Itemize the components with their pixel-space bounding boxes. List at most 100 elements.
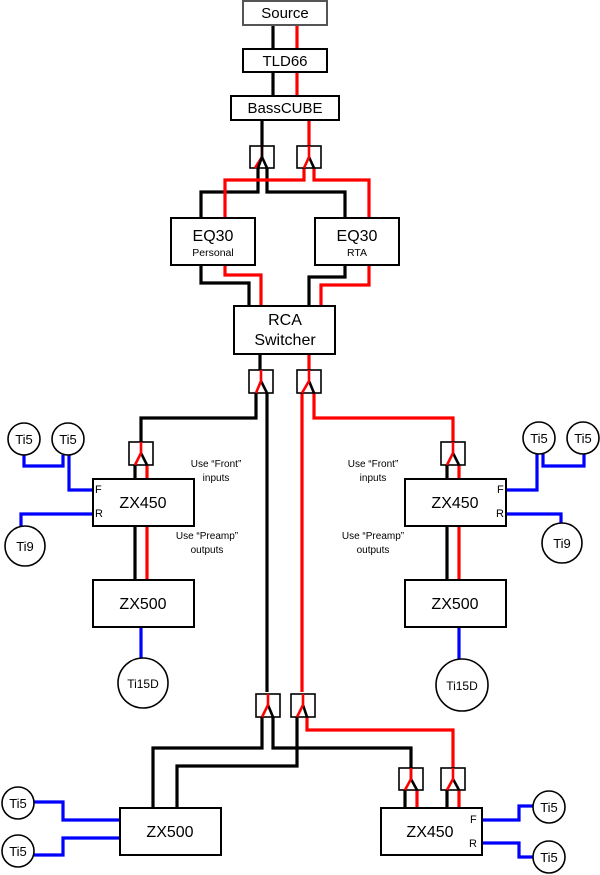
source-label: Source bbox=[261, 5, 309, 22]
splitter-zx450-left bbox=[128, 441, 154, 466]
speaker-label: Ti5 bbox=[9, 844, 27, 859]
speaker-label: Ti5 bbox=[530, 431, 548, 446]
zx450-bottom-port-front: F bbox=[470, 814, 477, 826]
zx500-right-label: ZX500 bbox=[431, 596, 478, 613]
component-tld66[interactable]: TLD66 bbox=[242, 48, 328, 73]
zx450-right-label: ZX450 bbox=[431, 495, 478, 512]
zx500-bottom-label: ZX500 bbox=[146, 824, 193, 841]
wire-left-to-zx450-left bbox=[139, 393, 258, 442]
note-right-front-2: inputs bbox=[360, 473, 387, 484]
wire-left-bottom-split-a bbox=[151, 717, 264, 808]
wires-bottom bbox=[151, 717, 461, 808]
component-zx450-bottom[interactable]: ZX450 F R bbox=[380, 807, 483, 856]
speaker-wire-bottom-left-a bbox=[33, 800, 120, 822]
note-right-front-1: Use “Front” bbox=[348, 459, 399, 470]
speaker-wire-bottom-right-a bbox=[482, 804, 534, 822]
wire-right-bottom-split-a bbox=[175, 717, 299, 808]
speaker-wire-bottom-left-b bbox=[34, 836, 120, 857]
wire-right-to-zx450-right bbox=[312, 393, 455, 442]
splitter-switcher-left bbox=[248, 369, 274, 394]
eq30-rta-label: EQ30 bbox=[337, 228, 378, 245]
speaker-bottom-right-ti5-b[interactable]: Ti5 bbox=[532, 840, 566, 874]
speakers: Ti5 Ti5 Ti9 Ti15D Ti5 Ti5 Ti9 Ti15D bbox=[1, 421, 600, 874]
eq30-personal-sublabel: Personal bbox=[192, 247, 233, 259]
speaker-wire-bottom-right-b bbox=[482, 841, 534, 859]
speaker-label: Ti5 bbox=[59, 432, 77, 447]
speaker-wire-right-front bbox=[506, 454, 539, 492]
speaker-label: Ti15D bbox=[446, 679, 478, 693]
splitter-zx450-bottom-2 bbox=[440, 767, 466, 791]
speaker-label: Ti5 bbox=[9, 796, 27, 811]
splitter-zx450-bottom-1 bbox=[398, 767, 424, 791]
component-zx500-right[interactable]: ZX500 bbox=[404, 579, 507, 628]
speaker-bottom-left-ti5-b[interactable]: Ti5 bbox=[1, 834, 35, 868]
wire-right-eq-rta-switcher bbox=[319, 265, 371, 306]
tld66-label: TLD66 bbox=[262, 53, 307, 70]
wire-right-to-eq-rta bbox=[312, 168, 371, 218]
speaker-label: Ti5 bbox=[574, 431, 592, 446]
wire-left-eq-personal-switcher bbox=[199, 265, 251, 306]
zx450-left-port-front: F bbox=[95, 484, 102, 496]
splitter-bottom-left bbox=[255, 693, 281, 718]
speaker-wire-left-rear bbox=[19, 512, 93, 528]
speaker-wires bbox=[19, 454, 586, 859]
speaker-label: Ti5 bbox=[15, 432, 33, 447]
eq30-rta-sublabel: RTA bbox=[347, 247, 367, 259]
speaker-left-ti5-b[interactable]: Ti5 bbox=[51, 422, 85, 456]
zx450-right-port-rear: R bbox=[496, 508, 504, 520]
note-right-preamp-2: outputs bbox=[357, 545, 390, 556]
eq30-personal-label: EQ30 bbox=[193, 228, 234, 245]
wire-right-bottom-split-b bbox=[305, 717, 455, 768]
wire-left-eq-rta-switcher bbox=[307, 265, 347, 306]
rca-switcher-label-2: Switcher bbox=[254, 332, 316, 349]
speaker-left-ti9[interactable]: Ti9 bbox=[4, 525, 46, 567]
speaker-bottom-left-ti5-a[interactable]: Ti5 bbox=[1, 786, 35, 820]
component-source[interactable]: Source bbox=[242, 0, 328, 26]
zx500-left-label: ZX500 bbox=[119, 596, 166, 613]
component-rca-switcher[interactable]: RCA Switcher bbox=[233, 305, 336, 355]
speaker-wire-left-front bbox=[67, 455, 93, 492]
zx450-bottom-port-rear: R bbox=[469, 838, 477, 850]
speaker-label: Ti5 bbox=[540, 850, 558, 865]
speaker-wire-left-ti5-pair bbox=[22, 455, 65, 468]
zx450-left-label: ZX450 bbox=[119, 495, 166, 512]
speaker-left-ti15d[interactable]: Ti15D bbox=[117, 657, 169, 709]
rca-switcher-label-1: RCA bbox=[268, 312, 302, 329]
wire-left-to-eq-rta bbox=[265, 168, 347, 218]
zx450-left-port-rear: R bbox=[95, 508, 103, 520]
speaker-wire-right-ti5-pair bbox=[541, 454, 586, 468]
component-eq30-personal[interactable]: EQ30 Personal bbox=[170, 217, 256, 266]
component-zx500-bottom[interactable]: ZX500 bbox=[119, 807, 222, 856]
component-zx500-left[interactable]: ZX500 bbox=[92, 579, 195, 628]
component-zx450-left[interactable]: ZX450 F R bbox=[92, 478, 195, 527]
wires-middle bbox=[133, 393, 461, 692]
speaker-right-ti5-b[interactable]: Ti5 bbox=[566, 421, 600, 455]
wire-right-eq-personal-switcher bbox=[223, 265, 263, 306]
component-eq30-rta[interactable]: EQ30 RTA bbox=[314, 217, 400, 266]
wire-right-to-eq-personal bbox=[223, 168, 306, 218]
notes: Use “Front” inputs Use “Preamp” outputs … bbox=[176, 459, 404, 556]
note-left-front-1: Use “Front” bbox=[191, 459, 242, 470]
wires-top bbox=[199, 25, 371, 372]
splitter-bottom-right bbox=[290, 693, 316, 718]
speaker-bottom-right-ti5-a[interactable]: Ti5 bbox=[532, 790, 566, 824]
speaker-label: Ti9 bbox=[553, 536, 571, 551]
note-right-preamp-1: Use “Preamp” bbox=[342, 531, 404, 542]
speaker-label: Ti9 bbox=[16, 539, 34, 554]
splitters bbox=[128, 145, 466, 791]
splitter-top-right bbox=[296, 145, 322, 169]
speaker-label: Ti15D bbox=[127, 677, 159, 691]
note-left-preamp-1: Use “Preamp” bbox=[176, 531, 238, 542]
speaker-right-ti9[interactable]: Ti9 bbox=[541, 522, 583, 564]
component-zx450-right[interactable]: ZX450 F R bbox=[404, 478, 507, 527]
component-basscube[interactable]: BassCUBE bbox=[230, 95, 340, 121]
wire-left-bottom-split-b bbox=[271, 717, 413, 768]
speaker-left-ti5-a[interactable]: Ti5 bbox=[7, 422, 41, 456]
zx450-right-port-front: F bbox=[497, 484, 504, 496]
splitter-top-left bbox=[249, 145, 275, 169]
speaker-right-ti5-a[interactable]: Ti5 bbox=[522, 421, 556, 455]
speaker-right-ti15d[interactable]: Ti15D bbox=[435, 658, 489, 712]
splitter-switcher-right bbox=[296, 369, 322, 394]
